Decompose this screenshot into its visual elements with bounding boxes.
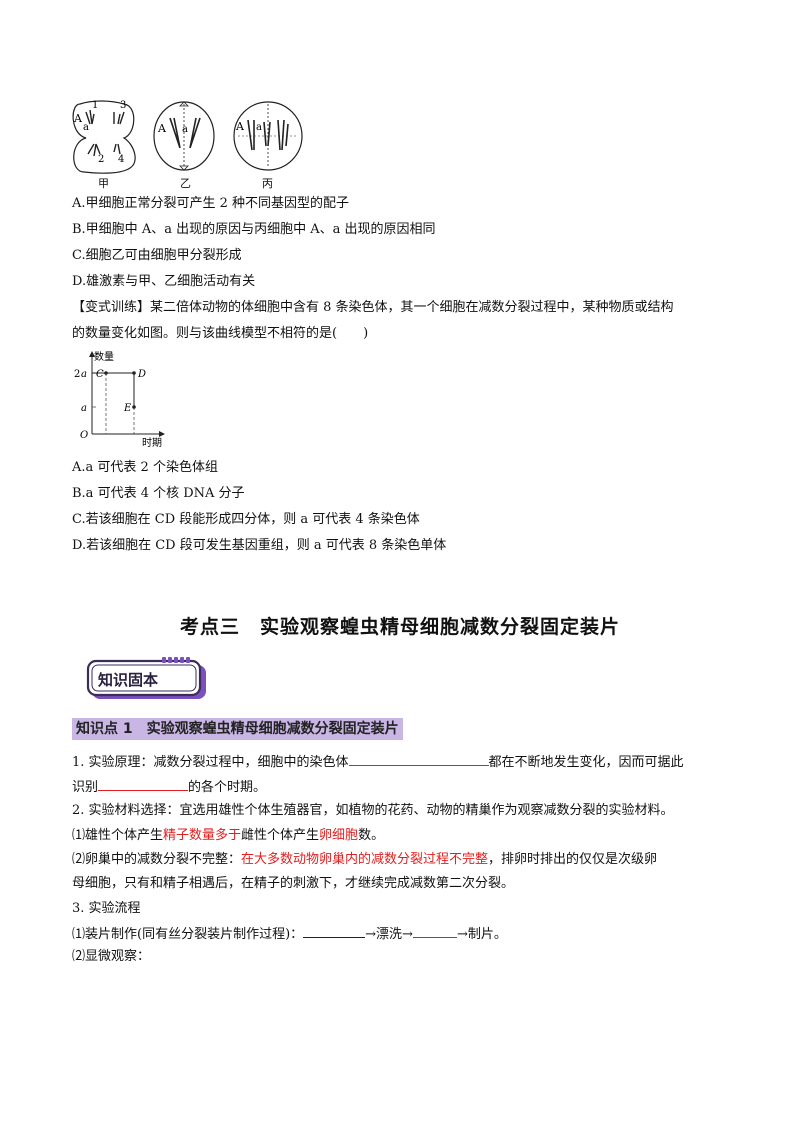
cell-bing-membrane [233, 101, 303, 171]
q2-option-a: A.a 可代表 2 个染色体组 [72, 460, 218, 475]
principle-line-2: 识别 的各个时期。 [72, 777, 266, 797]
point-e-label: E [123, 403, 132, 414]
cell-jia-membrane [72, 100, 136, 174]
cell-label-bing: 丙 [262, 177, 273, 190]
material-line: 2. 实验材料选择：宜选用雄性个体生殖器官，如植物的花药、动物的精巢作为观察减数… [72, 803, 674, 818]
cell-jia-mark-a: a [83, 122, 89, 133]
slide-blank-1[interactable] [303, 924, 366, 938]
slide-making-line: ⑴装片制作(同有丝分裂装片制作过程)： →漂洗→ →制片。 [72, 924, 507, 944]
slide-text-b: →漂洗→ [365, 927, 413, 942]
principle-text-c: 识别 [72, 780, 99, 795]
variant-line-2: 的数量变化如图。则与该曲线模型不相符的是( ) [72, 326, 369, 341]
point-d-dot [132, 371, 136, 375]
principle-text-a: 1. 实验原理：减数分裂过程中，细胞中的染色体 [72, 755, 349, 770]
cell-diagram: A a 1 3 2 4 A a A a [72, 100, 303, 174]
principle-blank-2[interactable] [98, 777, 189, 791]
point-d-label: D [137, 369, 146, 380]
q1-option-b: B.甲细胞中 A、a 出现的原因与丙细胞中 A、a 出现的原因相同 [72, 222, 436, 237]
y-tick-a: a [81, 403, 87, 414]
male-text-a: ⑴雄性个体产生 [72, 828, 164, 843]
ovary-text-a: ⑵卵巢中的减数分裂不完整： [72, 852, 242, 867]
badge-frame [86, 657, 206, 699]
cell-jia-mark-1: 1 [92, 100, 98, 111]
cell-bing-chromosomes [247, 119, 289, 151]
slide-text-a: ⑴装片制作(同有丝分裂装片制作过程)： [72, 927, 304, 942]
y-axis-label: 数量 [94, 350, 114, 363]
principle-text-d: 的各个时期。 [188, 780, 267, 795]
male-line: ⑴雄性个体产生精子数量多于雌性个体产生卵细胞数。 [72, 827, 384, 845]
cell-jia-mark-A: A [73, 112, 83, 125]
point-c-label: C [96, 369, 104, 380]
cell-jia-chromosomes [85, 109, 125, 157]
male-answer-1: 精子数量多于 [163, 828, 242, 843]
ovary-text-b: ，排卵时排出的仅仅是次级卵 [488, 852, 658, 867]
male-text-c: 数。 [358, 828, 385, 843]
ovary-line-1: ⑵卵巢中的减数分裂不完整：在大多数动物卵巢内的减数分裂过程不完整，排卵时排出的仅… [72, 851, 657, 869]
step-graph-svg: 数量 时期 2 a a O C D E [74, 350, 165, 449]
cell-yi-mark-a: a [182, 124, 188, 135]
slide-blank-2[interactable] [412, 924, 457, 938]
ovary-line-2: 母细胞，只有和精子相遇后，在精子的刺激下，才继续完成减数第二次分裂。 [72, 876, 515, 891]
origin-label: O [80, 430, 88, 441]
y-tick-2a-num: 2 [74, 369, 80, 380]
q1-option-c: C.细胞乙可由细胞甲分裂形成 [72, 248, 242, 263]
cell-yi-chromosomes [169, 117, 201, 149]
cell-jia-mark-3: 3 [120, 100, 126, 111]
section-title: 考点三 实验观察蝗虫精母细胞减数分裂固定装片 [179, 616, 620, 638]
cell-jia-mark-2: 2 [98, 154, 104, 165]
ovary-answer: 在大多数动物卵巢内的减数分裂过程不完整 [241, 852, 489, 867]
male-text-b: 雌性个体产生 [241, 828, 320, 843]
cell-label-yi: 乙 [180, 177, 191, 190]
principle-line-1: 1. 实验原理：减数分裂过程中，细胞中的染色体 都在不断地发生变化，因而可据此 [72, 752, 684, 772]
cell-bing-mark-a: a [256, 122, 262, 133]
q1-option-a: A.甲细胞正常分裂可产生 2 种不同基因型的配子 [72, 196, 350, 211]
x-axis-label: 时期 [142, 437, 162, 448]
principle-blank-1[interactable] [348, 752, 489, 766]
male-answer-2: 卵细胞 [319, 828, 359, 843]
cell-figure: A a 1 3 2 4 A a A a [70, 96, 310, 192]
process-heading: 3. 实验流程 [72, 901, 141, 916]
y-tick-2a-var: a [81, 369, 87, 380]
point-c-dot [104, 371, 108, 375]
q2-option-c: C.若该细胞在 CD 段能形成四分体，则 a 可代表 4 条染色体 [72, 512, 420, 527]
variant-line-1: 【变式训练】某二倍体动物的体细胞中含有 8 条染色体，其一个细胞在减数分裂过程中… [72, 300, 674, 315]
cell-jia-mark-4: 4 [118, 154, 124, 165]
principle-text-b: 都在不断地发生变化，因而可据此 [488, 755, 684, 770]
cell-yi-mark-A: A [157, 122, 167, 135]
slide-text-c: →制片。 [456, 927, 507, 942]
point-e-dot [132, 405, 136, 409]
knowledge-point-title: 知识点 1 实验观察蝗虫精母细胞减数分裂固定装片 [72, 718, 403, 740]
q2-option-d: D.若该细胞在 CD 段可发生基因重组，则 a 可代表 8 条染色单体 [72, 538, 447, 553]
knowledge-badge: 知识固本 [86, 657, 210, 703]
microscope-line: ⑵显微观察： [72, 949, 151, 964]
q2-option-b: B.a 可代表 4 个核 DNA 分子 [72, 486, 245, 501]
cell-label-jia: 甲 [98, 177, 109, 190]
q1-option-d: D.雄激素与甲、乙细胞活动有关 [72, 274, 256, 289]
step-graph: 数量 时期 2 a a O C D E [72, 348, 202, 449]
cell-bing-mark-A: A [235, 120, 245, 133]
badge-text: 知识固本 [98, 671, 159, 689]
